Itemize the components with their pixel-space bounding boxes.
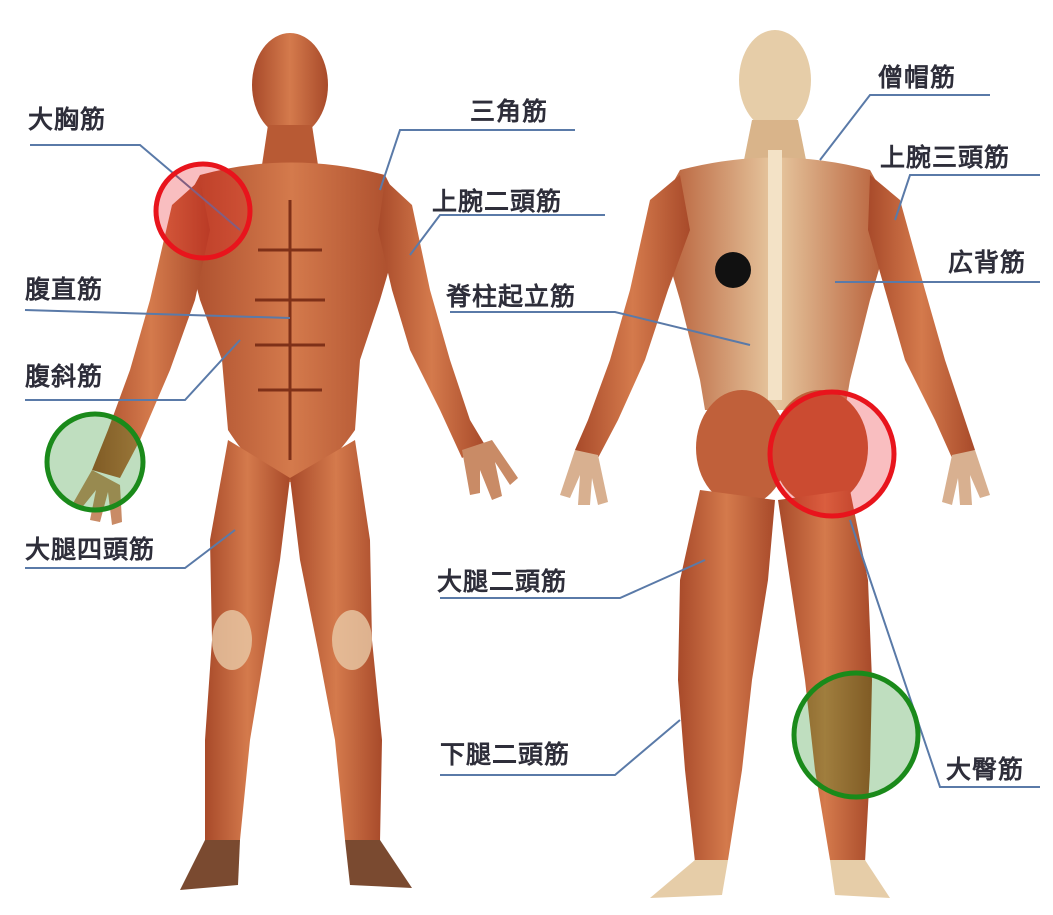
- label-erector-spinae: 脊柱起立筋: [446, 277, 576, 313]
- label-deltoid: 三角筋: [470, 92, 548, 128]
- back-left-leg: [678, 490, 775, 862]
- back-left-hand: [560, 450, 608, 505]
- back-right-arm: [868, 175, 975, 458]
- label-obliques: 腹斜筋: [25, 357, 103, 393]
- label-latissimus: 広背筋: [948, 243, 1026, 279]
- label-hamstrings: 大腿二頭筋: [437, 562, 567, 598]
- label-biceps: 上腕二頭筋: [432, 182, 562, 218]
- black-dot-marker: [715, 252, 751, 288]
- back-head: [739, 30, 811, 130]
- front-left-knee: [212, 610, 252, 670]
- leader-biceps: [410, 215, 605, 255]
- red-marker-gluteus: [770, 392, 894, 516]
- label-pectoralis: 大胸筋: [28, 100, 106, 136]
- leader-deltoid: [380, 130, 575, 190]
- label-quadriceps: 大腿四頭筋: [25, 530, 155, 566]
- label-triceps: 上腕三頭筋: [880, 138, 1010, 174]
- leader-triceps: [895, 175, 1040, 220]
- back-left-foot: [650, 860, 728, 898]
- front-right-knee: [332, 610, 372, 670]
- back-right-hand: [942, 450, 990, 505]
- green-marker-calf: [794, 673, 918, 797]
- front-head: [252, 33, 328, 137]
- label-trapezius: 僧帽筋: [878, 58, 956, 94]
- red-marker-pectoralis: [156, 164, 250, 258]
- label-gluteus: 大臀筋: [946, 750, 1024, 786]
- label-rectus-abdominis: 腹直筋: [25, 270, 103, 306]
- back-right-foot: [830, 860, 890, 898]
- front-neck: [262, 125, 318, 165]
- front-right-hand: [462, 440, 518, 500]
- front-right-foot: [345, 840, 412, 888]
- label-calf: 下腿二頭筋: [440, 735, 570, 771]
- front-right-arm: [378, 180, 485, 458]
- green-marker-forearm: [47, 414, 143, 510]
- front-left-foot: [180, 840, 240, 890]
